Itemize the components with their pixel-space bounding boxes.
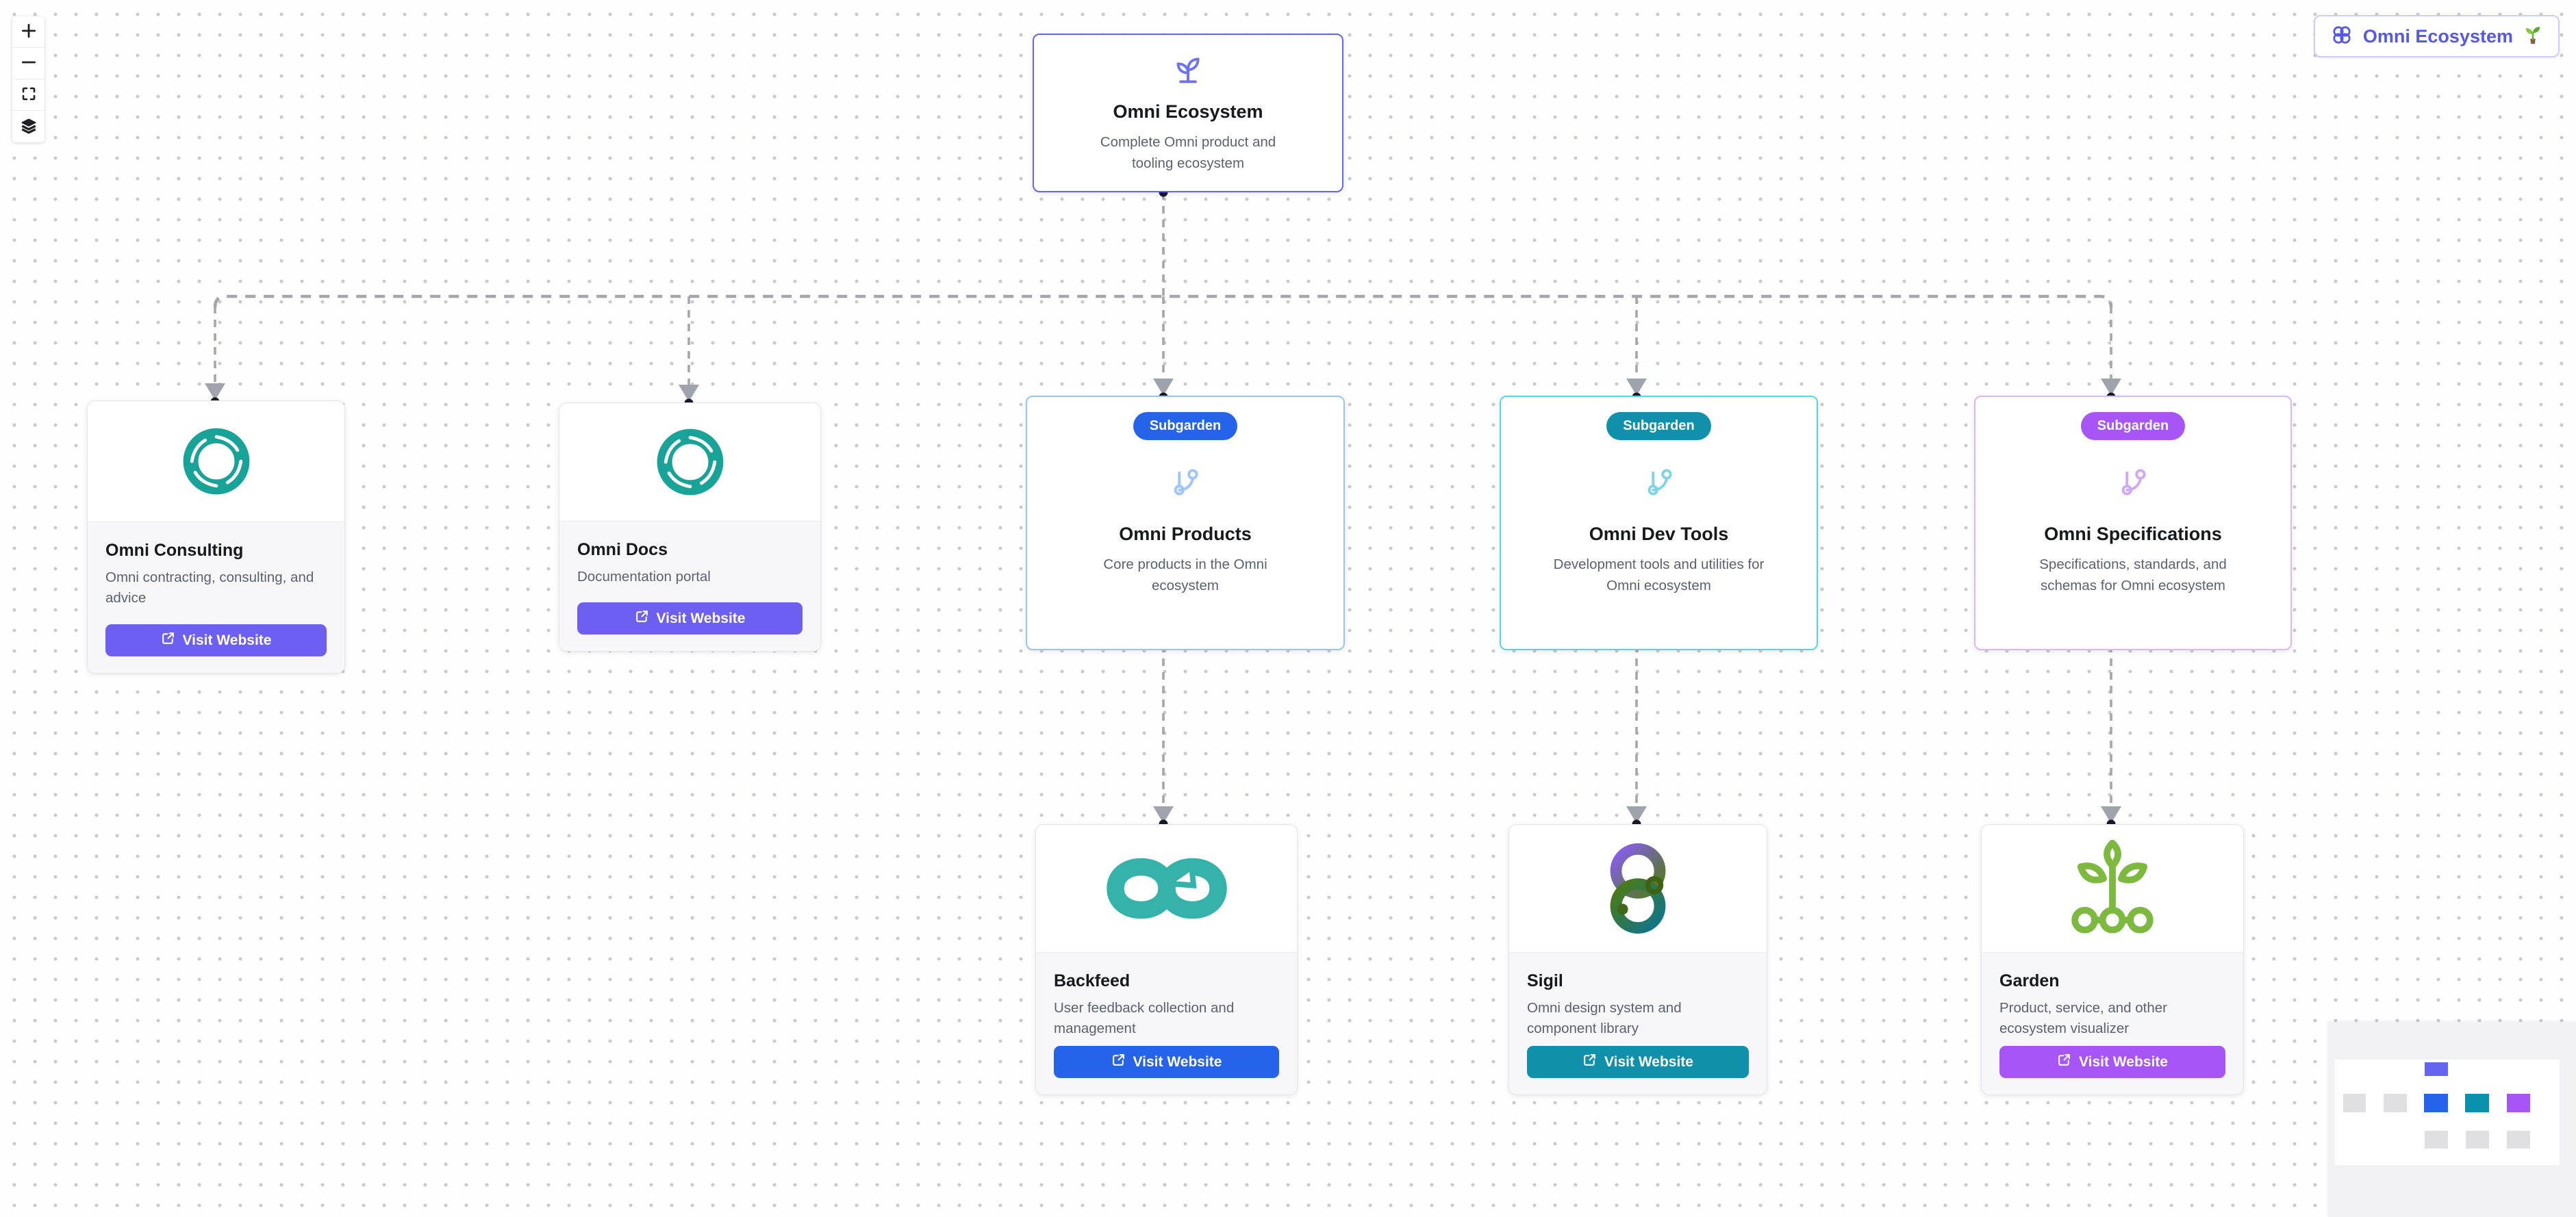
sprout-icon: [1170, 52, 1206, 91]
root-description: Complete Omni product and tooling ecosys…: [1100, 133, 1276, 171]
sigil-rings-logo: [1509, 825, 1767, 952]
node-description: User feedback collection and management: [1054, 1000, 1235, 1036]
visit-website-label: Visit Website: [656, 610, 746, 626]
visit-website-label: Visit Website: [1604, 1053, 1693, 1070]
minimap-node-backfeed: [2425, 1131, 2448, 1149]
minimap-node-consulting: [2343, 1094, 2366, 1112]
minimap[interactable]: [2328, 1022, 2576, 1217]
root-title: Omni Ecosystem: [1113, 101, 1263, 122]
external-link-icon: [1582, 1053, 1597, 1071]
node-description: Omni design system and component library: [1527, 1000, 1682, 1036]
node-omni-dev-tools[interactable]: Subgarden Omni Dev Tools Development too…: [1500, 396, 1818, 650]
subgarden-badge: Subgarden: [2080, 412, 2186, 440]
visit-website-label: Visit Website: [182, 632, 272, 648]
minimap-node-devtools: [2465, 1094, 2489, 1112]
visit-website-button[interactable]: Visit Website: [1999, 1046, 2225, 1078]
ecosystem-header-badge[interactable]: Omni Ecosystem: [2313, 15, 2560, 57]
ecosystem-badge-label: Omni Ecosystem: [2362, 25, 2513, 47]
node-title: Omni Consulting: [105, 541, 244, 560]
zoom-in-button[interactable]: [12, 16, 45, 48]
edge-rail: [213, 294, 2113, 308]
zoom-out-button[interactable]: [12, 48, 45, 79]
branch-icon: [1169, 466, 1202, 502]
branch-icon: [2117, 466, 2149, 502]
subgarden-badge: Subgarden: [1133, 412, 1238, 440]
visit-website-button[interactable]: Visit Website: [1054, 1046, 1279, 1078]
node-title: Sigil: [1527, 971, 1563, 990]
layers-icon: [20, 117, 38, 137]
node-description: Core products in the Omni ecosystem: [1103, 556, 1267, 594]
node-omni-ecosystem-root[interactable]: Omni Ecosystem Complete Omni product and…: [1033, 34, 1343, 192]
node-description: Product, service, and other ecosystem vi…: [1999, 1000, 2167, 1036]
node-backfeed[interactable]: Backfeed User feedback collection and ma…: [1035, 824, 1298, 1095]
visit-website-label: Visit Website: [2079, 1053, 2168, 1070]
node-omni-consulting[interactable]: Omni Consulting Omni contracting, consul…: [87, 400, 345, 674]
node-title: Omni Docs: [577, 540, 668, 559]
node-omni-products[interactable]: Subgarden Omni Products Core products in…: [1026, 396, 1345, 650]
plus-icon: [20, 22, 38, 42]
node-title: Garden: [1999, 971, 2060, 990]
omni-swirl-logo: [88, 401, 344, 522]
minus-icon: [20, 53, 38, 73]
external-link-icon: [2057, 1053, 2071, 1071]
node-description: Documentation portal: [577, 569, 711, 585]
fit-view-button[interactable]: [12, 79, 45, 111]
garden-plant-logo: [1982, 825, 2243, 952]
node-omni-docs[interactable]: Omni Docs Documentation portal Visit Web…: [559, 402, 821, 652]
node-info: Sigil Omni design system and component l…: [1509, 952, 1767, 1094]
minimap-node-sigil: [2466, 1131, 2489, 1149]
external-link-icon: [1111, 1053, 1126, 1071]
omni-swirl-logo: [559, 403, 820, 521]
node-title: Omni Dev Tools: [1589, 524, 1729, 544]
minimap-node-products: [2424, 1094, 2448, 1112]
node-sigil[interactable]: Sigil Omni design system and component l…: [1508, 824, 1767, 1095]
visit-website-button[interactable]: Visit Website: [1527, 1046, 1749, 1078]
visit-website-button[interactable]: Visit Website: [577, 602, 803, 635]
node-info: Garden Product, service, and other ecosy…: [1982, 952, 2243, 1094]
branch-icon: [1643, 466, 1676, 502]
infinity-arrow-logo: [1036, 825, 1297, 952]
minimap-node-root: [2425, 1062, 2448, 1076]
minimap-node-garden: [2507, 1131, 2530, 1149]
node-garden[interactable]: Garden Product, service, and other ecosy…: [1981, 824, 2244, 1095]
node-description: Omni contracting, consulting, and advice: [105, 569, 314, 606]
seedling-icon: [2523, 25, 2543, 49]
flower-icon: [2330, 23, 2353, 50]
visit-website-button[interactable]: Visit Website: [105, 624, 327, 656]
node-info: Omni Docs Documentation portal Visit Web…: [559, 521, 820, 651]
node-info: Backfeed User feedback collection and ma…: [1036, 952, 1297, 1094]
node-title: Backfeed: [1054, 971, 1131, 990]
subgarden-badge: Subgarden: [1606, 412, 1711, 440]
external-link-icon: [635, 609, 649, 628]
node-info: Omni Consulting Omni contracting, consul…: [88, 522, 344, 673]
minimap-node-docs: [2384, 1094, 2407, 1112]
node-omni-specifications[interactable]: Subgarden Omni Specifications Specificat…: [1974, 396, 2292, 650]
minimap-node-specifications: [2507, 1094, 2530, 1112]
visit-website-label: Visit Website: [1133, 1053, 1222, 1070]
fit-view-icon: [21, 86, 37, 104]
layers-button[interactable]: [12, 111, 45, 142]
external-link-icon: [161, 631, 175, 650]
node-title: Omni Products: [1119, 524, 1252, 544]
node-title: Omni Specifications: [2044, 524, 2222, 544]
node-description: Specifications, standards, and schemas f…: [2039, 556, 2227, 594]
node-description: Development tools and utilities for Omni…: [1553, 556, 1765, 594]
flow-controls: [12, 16, 45, 142]
